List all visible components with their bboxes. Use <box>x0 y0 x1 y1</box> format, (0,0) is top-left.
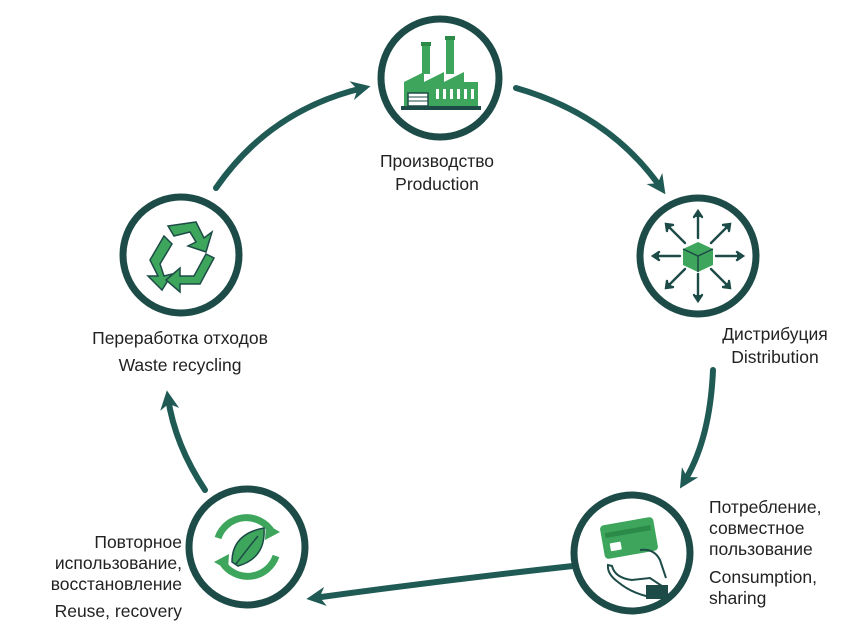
node-production <box>377 15 503 141</box>
factory-icon <box>401 36 481 110</box>
label-consumption-ru-2: совместное <box>709 518 805 538</box>
label-distribution-en: Distribution <box>731 347 819 368</box>
arrow-distribution-to-consumption <box>679 367 716 489</box>
label-consumption-en-2: sharing <box>709 588 767 608</box>
label-consumption: Потребление, совместное пользование Cons… <box>709 497 855 609</box>
distribution-box-icon <box>650 208 746 304</box>
label-reuse-ru-2: использование, <box>54 553 182 573</box>
label-consumption-ru-1: Потребление, <box>709 497 822 517</box>
arrow-reuse-to-recycling <box>160 390 208 493</box>
label-production: Производство Production <box>367 150 507 196</box>
label-reuse-ru-3: восстановление <box>50 574 182 594</box>
label-distribution-ru: Дистрибуция <box>722 324 828 344</box>
node-consumption <box>570 491 694 615</box>
arrow-recycling-to-production <box>213 81 371 191</box>
label-recycling-en: Waste recycling <box>118 355 242 376</box>
label-reuse: Повторное использование, восстановление … <box>0 532 182 622</box>
label-production-ru: Производство <box>379 151 495 171</box>
recycle-icon <box>146 221 216 294</box>
label-consumption-ru-3: пользование <box>709 539 813 559</box>
label-reuse-ru-1: Повторное <box>94 532 182 552</box>
label-distribution: Дистрибуция Distribution <box>700 323 850 369</box>
label-recycling-ru: Переработка отходов <box>92 328 268 348</box>
arrow-consumption-to-reuse <box>306 563 576 606</box>
label-production-en: Production <box>395 174 479 195</box>
node-distribution <box>636 194 760 318</box>
hand-card-icon <box>600 517 668 599</box>
node-recycling <box>119 193 243 317</box>
label-reuse-en: Reuse, recovery <box>54 601 182 621</box>
node-reuse <box>185 485 309 609</box>
label-consumption-en-1: Consumption, <box>709 567 817 587</box>
label-recycling: Переработка отходов Waste recycling <box>60 327 300 377</box>
arrow-production-to-distribution <box>513 85 666 195</box>
leaf-cycle-icon <box>214 514 280 580</box>
